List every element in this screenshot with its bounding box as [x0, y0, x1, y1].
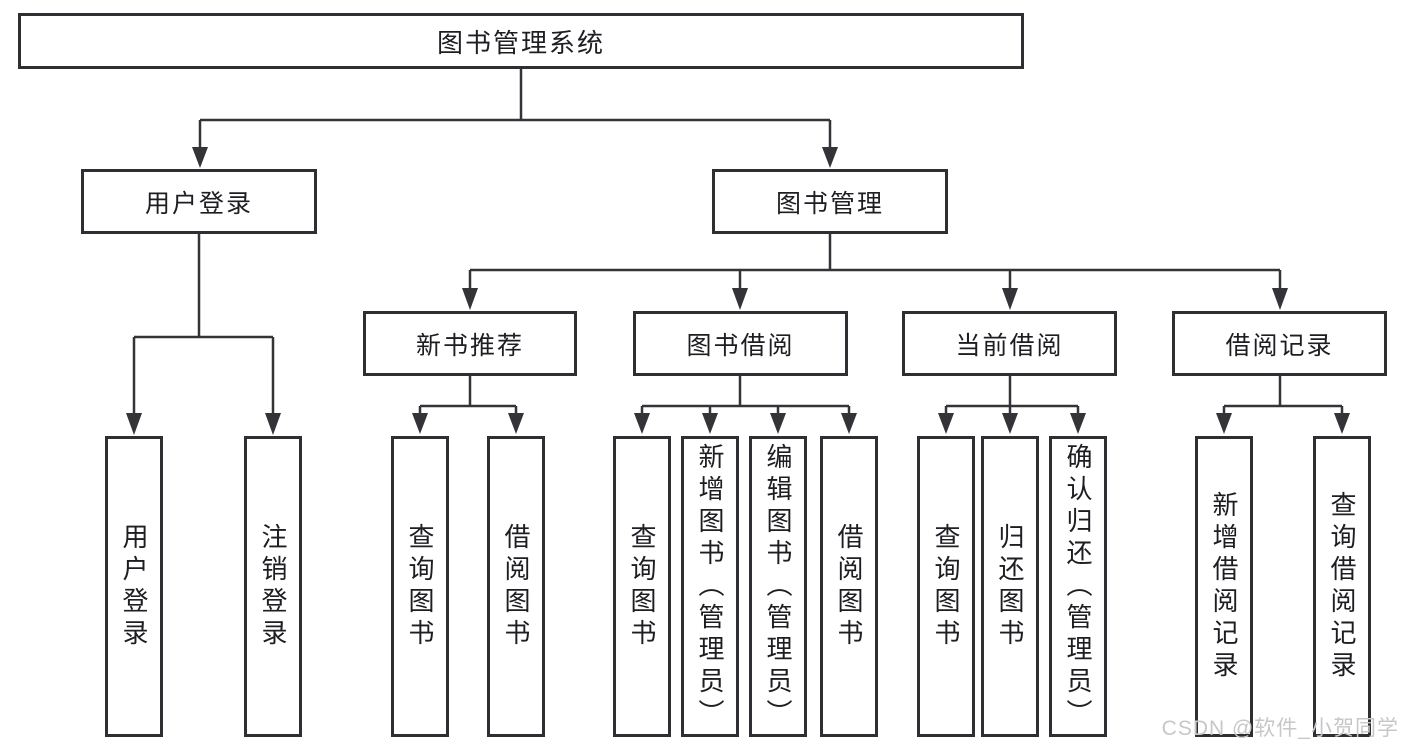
- leaf-logout-label: 注销登录: [258, 522, 288, 651]
- leaf-current-query-books: 查询图书: [917, 436, 975, 737]
- leaf-edit-book-admin: 编辑图书（管理员）: [749, 436, 807, 737]
- node-book-borrowing: 图书借阅: [633, 311, 848, 376]
- node-current-borrowing-label: 当前借阅: [955, 331, 1064, 360]
- leaf-recommend-borrow-books: 借阅图书: [487, 436, 545, 737]
- leaf-confirm-return-admin: 确认归还（管理员）: [1049, 436, 1107, 737]
- node-book-borrowing-label: 图书借阅: [686, 331, 795, 360]
- node-current-borrowing: 当前借阅: [902, 311, 1117, 376]
- leaf-borrowing-query-books: 查询图书: [613, 436, 671, 737]
- node-book-management-label: 图书管理: [775, 189, 884, 218]
- leaf-logout: 注销登录: [244, 436, 302, 737]
- leaf-add-book-admin: 新增图书（管理员）: [681, 436, 739, 737]
- leaf-borrowing-borrow-books: 借阅图书: [820, 436, 878, 737]
- leaf-recommend-query-books: 查询图书: [391, 436, 449, 737]
- node-book-management: 图书管理: [712, 169, 948, 234]
- leaf-return-book-label: 归还图书: [995, 522, 1025, 651]
- leaf-borrowing-query-books-label: 查询图书: [627, 522, 657, 651]
- leaf-borrowing-borrow-books-label: 借阅图书: [834, 522, 864, 651]
- leaf-add-borrow-record: 新增借阅记录: [1195, 436, 1253, 737]
- leaf-recommend-query-books-label: 查询图书: [405, 522, 435, 651]
- leaf-confirm-return-admin-label: 确认归还（管理员）: [1063, 442, 1093, 731]
- leaf-edit-book-admin-label: 编辑图书（管理员）: [763, 442, 793, 731]
- node-root-label: 图书管理系统: [436, 27, 605, 58]
- node-user-login: 用户登录: [81, 169, 317, 234]
- leaf-add-book-admin-label: 新增图书（管理员）: [695, 442, 725, 731]
- leaf-add-borrow-record-label: 新增借阅记录: [1209, 490, 1239, 683]
- leaf-query-borrow-record-label: 查询借阅记录: [1327, 490, 1357, 683]
- node-borrowing-records: 借阅记录: [1172, 311, 1387, 376]
- leaf-current-query-books-label: 查询图书: [931, 522, 961, 651]
- csdn-watermark: CSDN @软件_小贺同学: [1161, 717, 1399, 740]
- node-borrowing-records-label: 借阅记录: [1225, 331, 1334, 360]
- node-new-book-recommendation-label: 新书推荐: [415, 331, 524, 360]
- leaf-recommend-borrow-books-label: 借阅图书: [501, 522, 531, 651]
- leaf-query-borrow-record: 查询借阅记录: [1313, 436, 1371, 737]
- node-new-book-recommendation: 新书推荐: [363, 311, 577, 376]
- leaf-user-login-label: 用户登录: [119, 522, 149, 651]
- leaf-user-login: 用户登录: [105, 436, 163, 737]
- node-root: 图书管理系统: [18, 13, 1024, 69]
- node-user-login-label: 用户登录: [144, 189, 253, 218]
- leaf-return-book: 归还图书: [981, 436, 1039, 737]
